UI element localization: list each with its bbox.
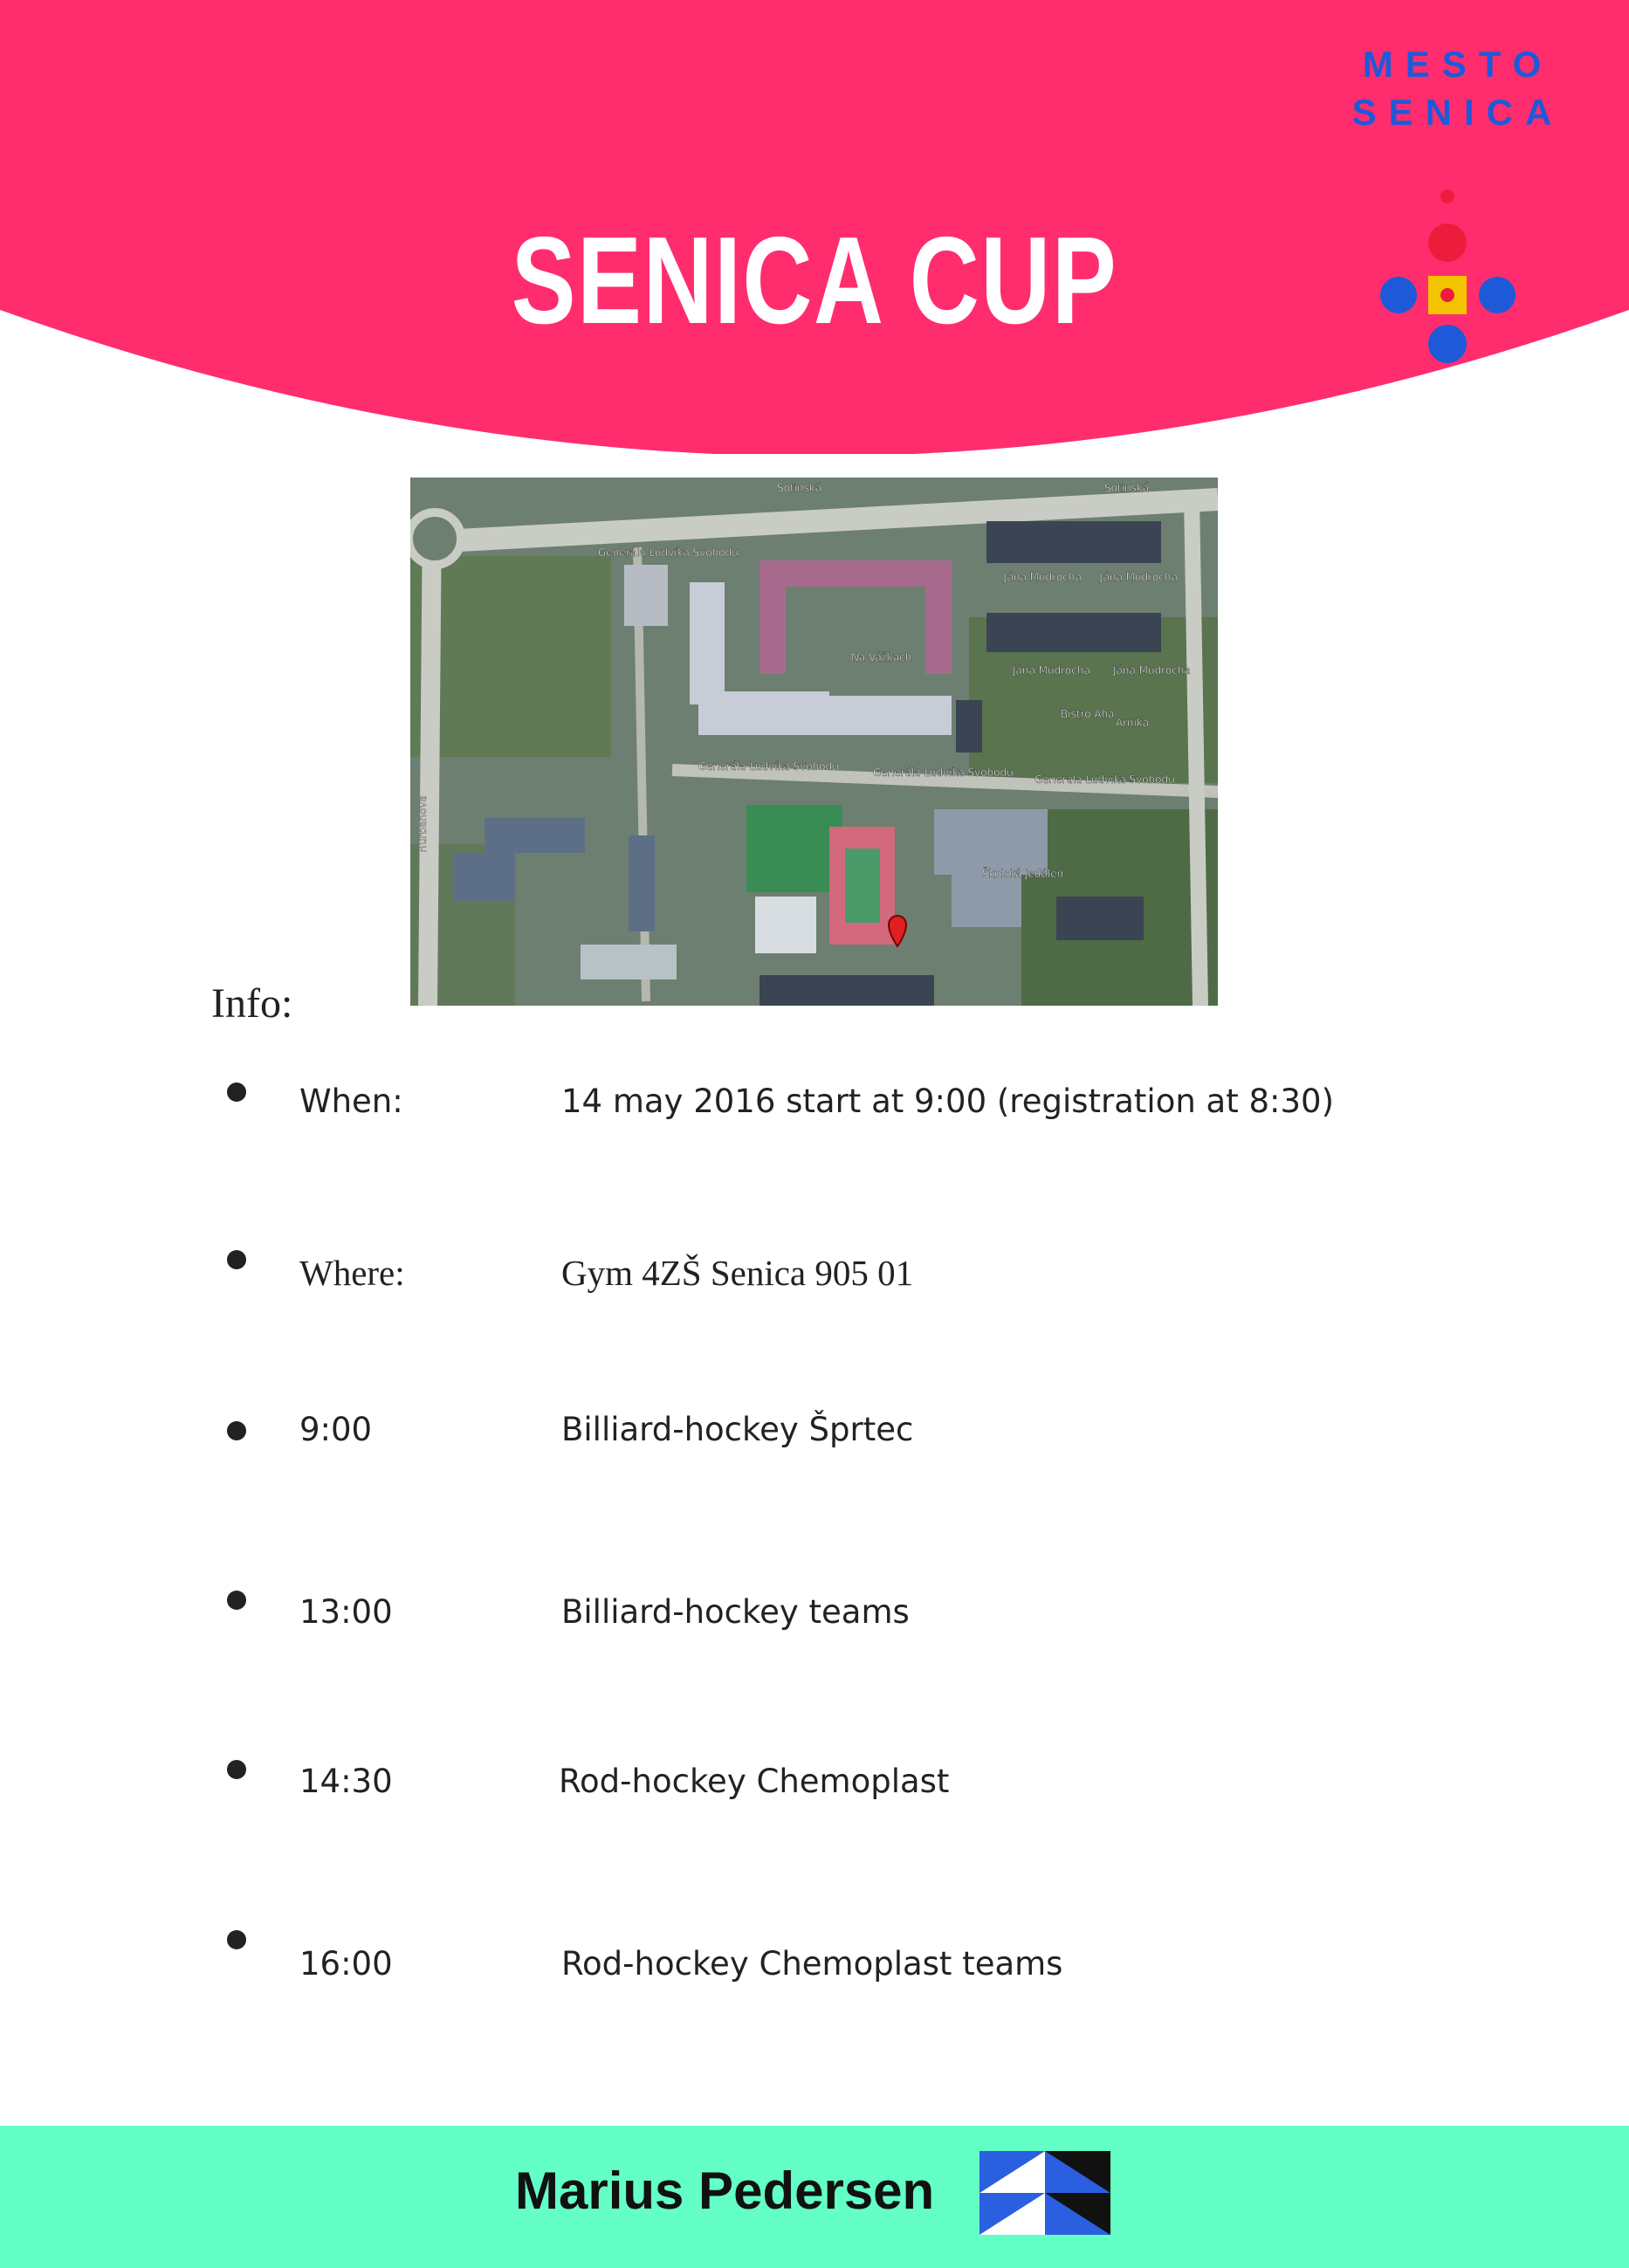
logo-line-1: MESTO (1362, 44, 1554, 85)
map-street-label: Generála Ludvíka Svobodu (1034, 773, 1175, 786)
bullet-icon (227, 1421, 246, 1440)
info-heading: Info: (211, 980, 293, 1027)
map-street-label: Jána Mudrocha (1099, 571, 1178, 583)
info-item-key: Where: (299, 1253, 405, 1293)
info-item-value: Billiard-hockey teams (561, 1593, 910, 1631)
info-item-value: Billiard-hockey Šprtec (561, 1411, 914, 1448)
map-poi-label: Bistro Aha (1061, 708, 1115, 720)
map-street-label: Generála Ludvíka Svobodu (698, 760, 839, 773)
bullet-icon (227, 1250, 246, 1269)
marius-pedersen-logo-icon (979, 2151, 1110, 2235)
map-poi-label: Arnika (1116, 717, 1149, 729)
map-street-label: Jána Mudrocha (1012, 664, 1090, 677)
bullet-icon (227, 1760, 246, 1779)
info-item-value: Rod-hockey Chemoplast (559, 1763, 950, 1800)
info-item-value: 14 may 2016 start at 9:00 (registration … (561, 1082, 1335, 1120)
info-item-key: When: (299, 1082, 403, 1120)
map-poi-label: Školská Jedáleň (982, 867, 1063, 880)
info-item-value: Gym 4ZŠ Senica 905 01 (561, 1253, 914, 1293)
map-street-label: Hurbanova (416, 795, 429, 853)
map-street-label: Sotinská (777, 482, 821, 494)
map-street-label: Generála Ludvíka Svobodu (873, 766, 1014, 779)
map-street-label: Generála Ludvíka Svobodu (598, 546, 739, 559)
mesto-senica-logo: MESTO SENICA (1327, 35, 1589, 363)
footer-bar (0, 2126, 1629, 2268)
map-poi-label: Na Vážkach (851, 651, 911, 663)
map-street-label: Jána Mudrocha (1003, 571, 1082, 583)
sponsor-name: Marius Pedersen (515, 2161, 935, 2220)
map-street-label: Jána Mudrocha (1112, 664, 1191, 677)
senica-cross-icon (1380, 189, 1516, 363)
info-item-key: 9:00 (299, 1411, 373, 1448)
header-banner (0, 0, 1629, 454)
bullet-icon (227, 1930, 246, 1949)
location-map: Sotinská Sotinská Generála Ludvíka Svobo… (410, 478, 1218, 1006)
bullet-icon (227, 1591, 246, 1610)
map-street-label: Sotinská (1104, 482, 1149, 494)
info-item-key: 14:30 (299, 1763, 393, 1800)
page-title: SENICA CUP (511, 211, 1118, 350)
info-item-key: 13:00 (299, 1593, 393, 1631)
logo-line-2: SENICA (1351, 92, 1564, 133)
info-item-key: 16:00 (299, 1945, 393, 1983)
info-item-value: Rod-hockey Chemoplast teams (561, 1945, 1063, 1983)
bullet-icon (227, 1082, 246, 1102)
